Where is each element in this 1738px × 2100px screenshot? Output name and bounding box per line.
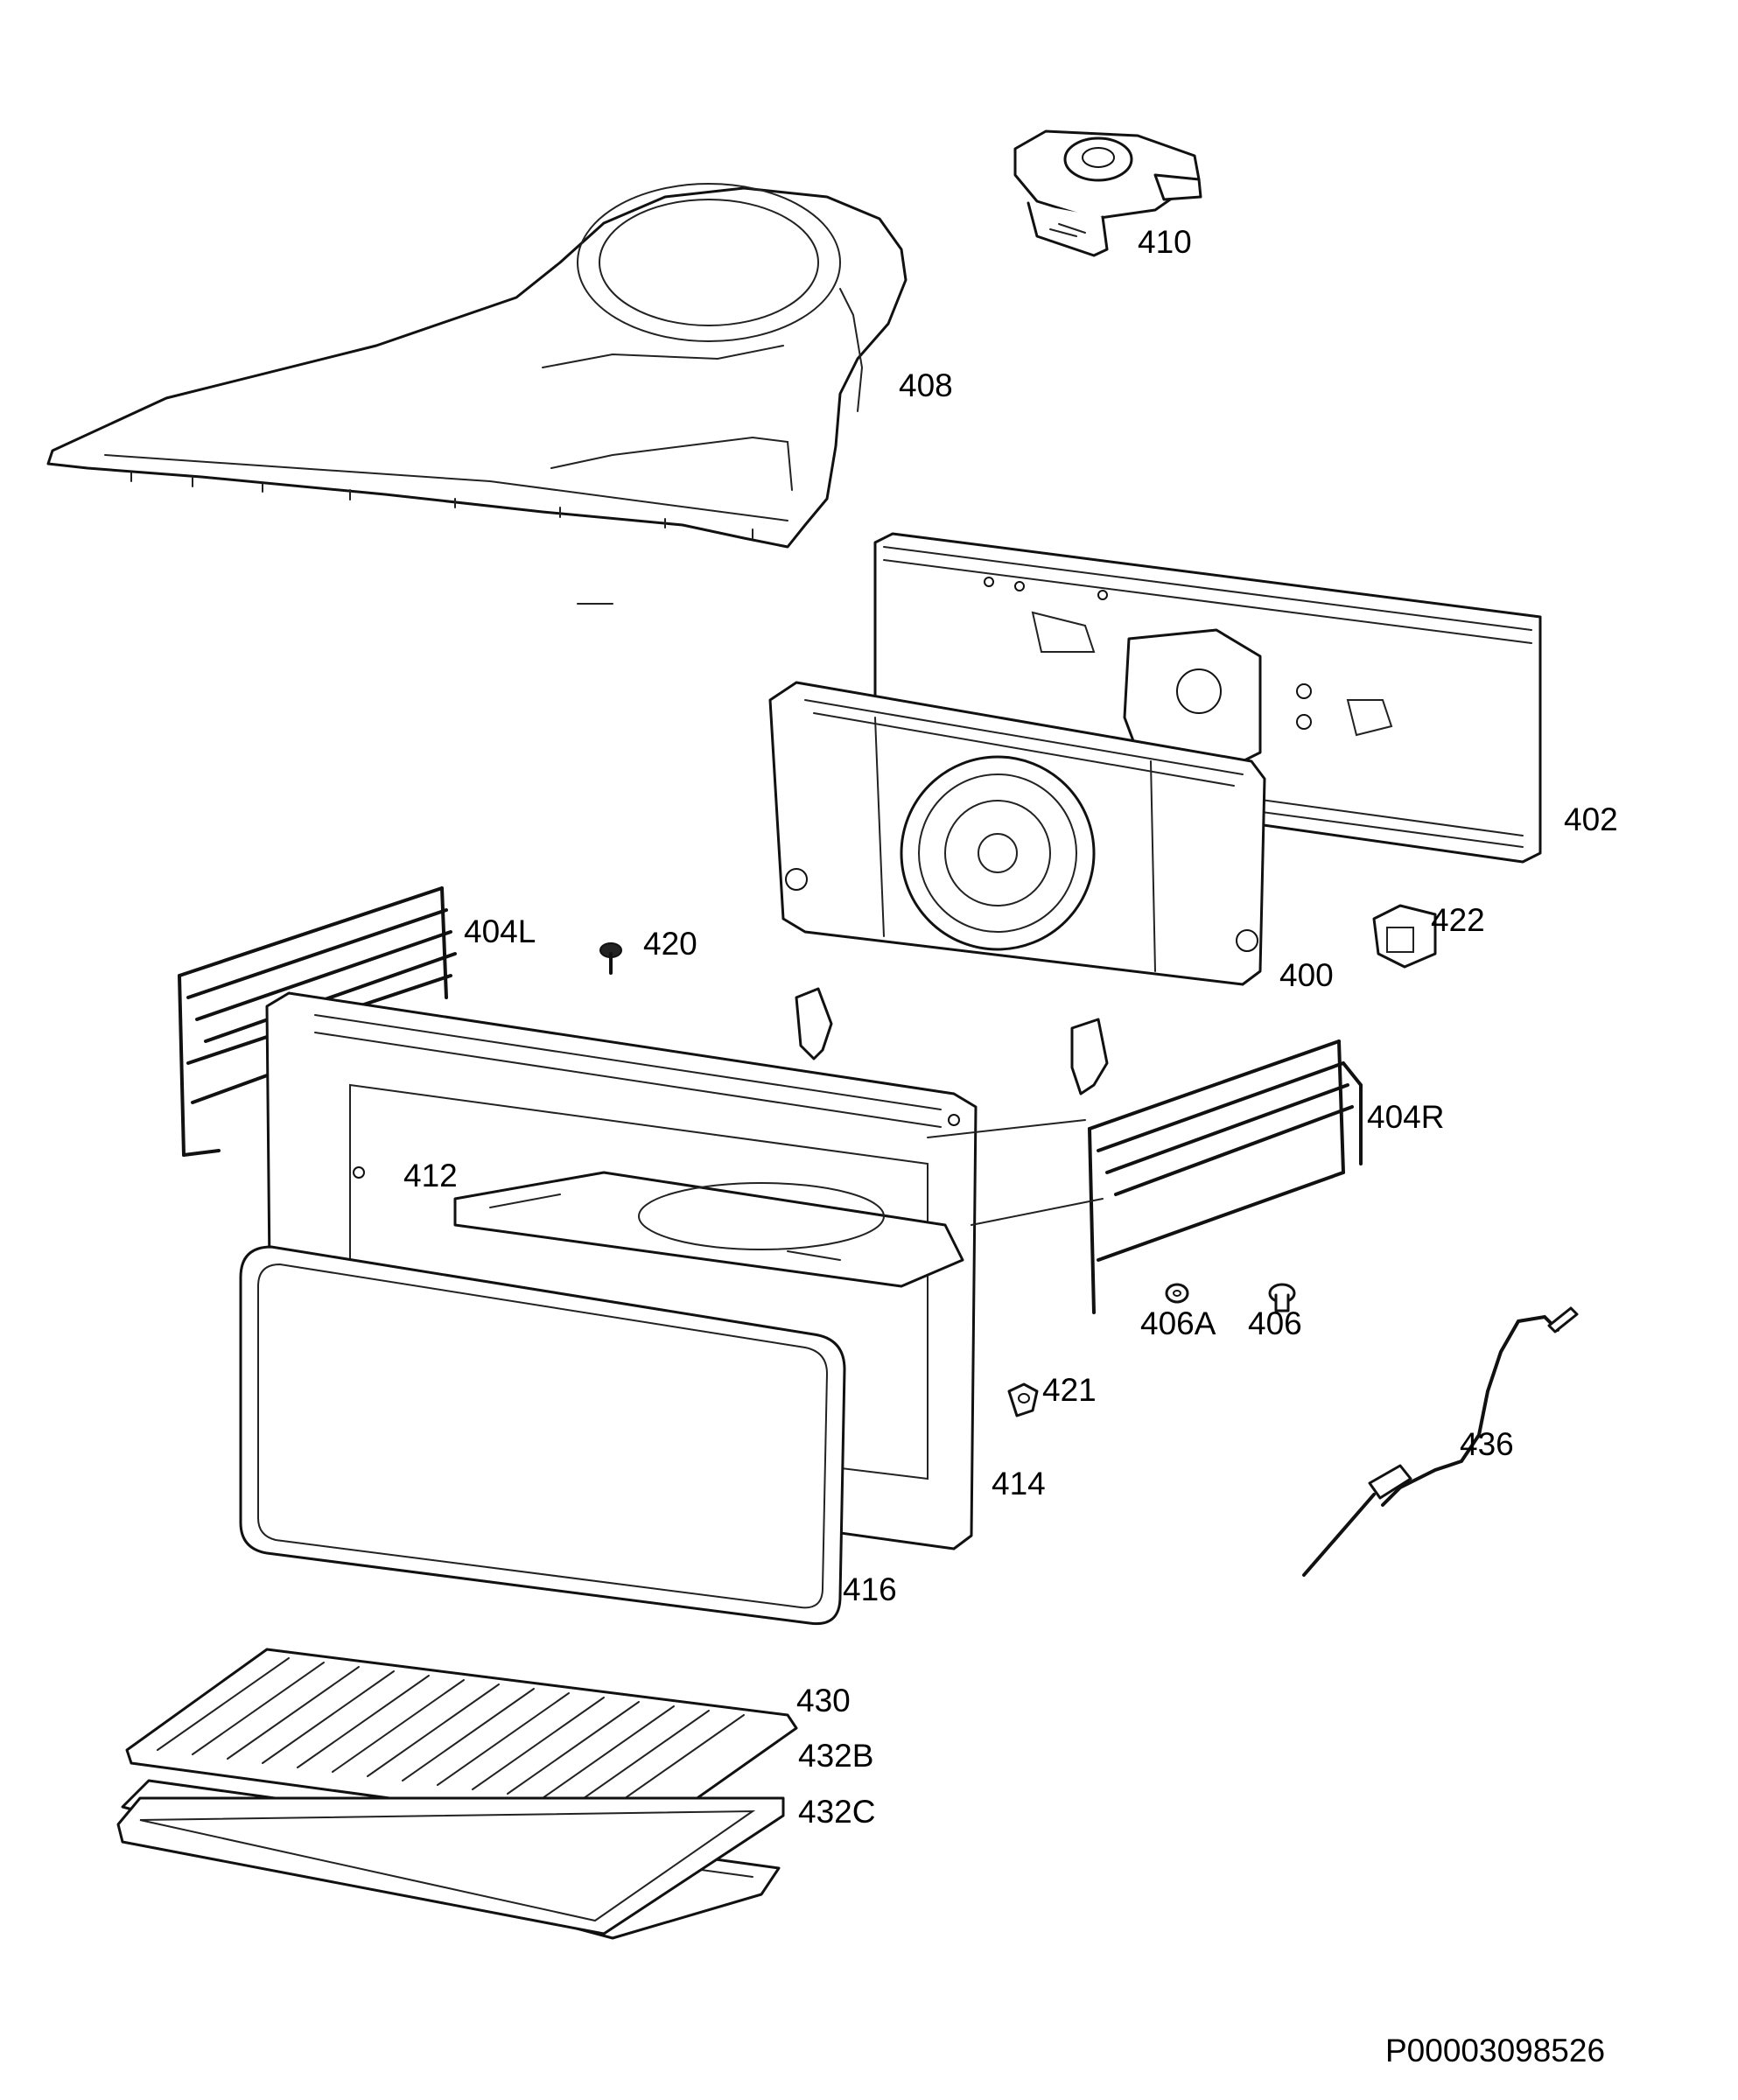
label-420: 420: [643, 926, 697, 962]
label-430: 430: [796, 1683, 851, 1718]
part-422-lamp-holder: [1372, 904, 1437, 969]
label-406: 406: [1248, 1306, 1302, 1341]
label-432C: 432C: [798, 1794, 876, 1830]
part-406-knob: [1268, 1283, 1296, 1312]
label-412: 412: [403, 1158, 458, 1194]
part-420-screw: [599, 942, 622, 975]
part-432C-baking-tray: [116, 1796, 785, 1936]
label-422: 422: [1431, 902, 1485, 938]
label-421: 421: [1042, 1372, 1097, 1408]
label-408: 408: [899, 368, 953, 403]
part-412-heating-element: [453, 1171, 964, 1288]
label-400: 400: [1279, 957, 1334, 993]
label-404R: 404R: [1367, 1099, 1445, 1135]
label-406A: 406A: [1140, 1306, 1216, 1341]
part-410-fan-motor: [1013, 130, 1202, 257]
label-414: 414: [992, 1466, 1046, 1502]
part-400-fan-cover: [768, 681, 1266, 986]
part-416-door-seal: [239, 1245, 846, 1626]
part-406A-washer: [1165, 1283, 1189, 1304]
part-430-wire-shelf: [125, 1648, 798, 1835]
part-408-top-cover: [46, 183, 908, 549]
label-404L: 404L: [464, 914, 536, 949]
part-404R-right-shelf-support: [1088, 1040, 1363, 1314]
part-421-grommet: [1007, 1382, 1039, 1418]
label-402: 402: [1564, 802, 1618, 837]
part-436-meat-probe: [1302, 1306, 1579, 1577]
document-id: P00003098526: [1385, 2033, 1606, 2068]
label-436: 436: [1460, 1426, 1514, 1462]
label-410: 410: [1138, 224, 1192, 260]
label-416: 416: [843, 1572, 897, 1607]
label-432B: 432B: [798, 1738, 874, 1774]
